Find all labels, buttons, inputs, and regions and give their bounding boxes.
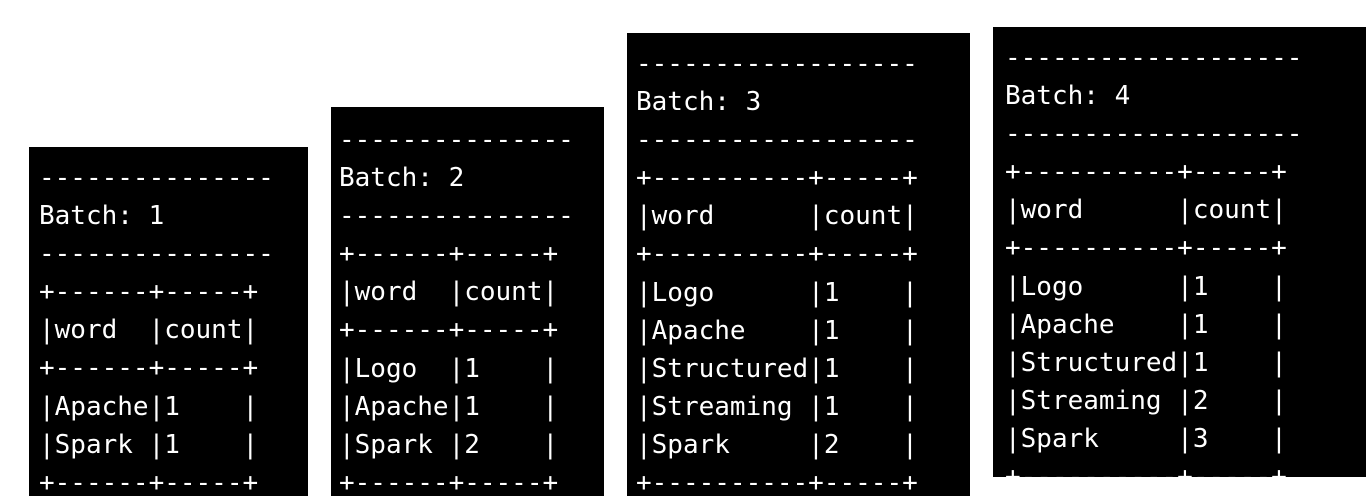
separator-line: --------------- (339, 201, 574, 232)
table-row: |Apache|1 | (39, 391, 259, 422)
table-border: +----------+-----+ (1005, 462, 1287, 477)
table-row: |Logo |1 | (339, 353, 559, 384)
table-row: |Structured|1 | (636, 353, 918, 384)
separator-line: ------------------ (636, 125, 918, 156)
separator-line: ------------------- (1005, 43, 1303, 73)
table-row: |Apache |1 | (636, 315, 918, 346)
table-border: +------+-----+ (39, 353, 259, 384)
table-header: |word |count| (39, 315, 259, 346)
separator-line: --------------- (39, 163, 274, 193)
table-row: |Apache |1 | (1005, 309, 1287, 340)
terminal-panel-batch-1: --------------- Batch: 1 ---------------… (29, 147, 308, 496)
separator-line: --------------- (339, 125, 574, 155)
table-row: |Spark |3 | (1005, 423, 1287, 454)
table-header: |word |count| (1005, 195, 1287, 226)
terminal-panel-batch-4: ------------------- Batch: 4 -----------… (993, 27, 1366, 477)
separator-line: --------------- (39, 239, 274, 270)
batch-label: Batch: 4 (1005, 81, 1131, 112)
table-row: |Logo |1 | (1005, 271, 1287, 302)
table-row: |Structured|1 | (1005, 347, 1287, 378)
separator-line: ------------------- (1005, 119, 1303, 150)
table-header: |word |count| (636, 201, 918, 232)
table-header: |word |count| (339, 277, 559, 308)
batch-output: --------------- Batch: 2 ---------------… (331, 107, 604, 496)
terminal-panel-batch-2: --------------- Batch: 2 ---------------… (331, 107, 604, 496)
separator-line: ------------------ (636, 49, 918, 79)
table-border: +------+-----+ (39, 467, 259, 496)
table-row: |Spark |2 | (339, 429, 559, 460)
batch-output: ------------------ Batch: 3 ------------… (627, 33, 970, 496)
table-border: +----------+-----+ (1005, 233, 1287, 264)
table-border: +----------+-----+ (636, 163, 918, 194)
table-border: +----------+-----+ (1005, 157, 1287, 188)
table-border: +------+-----+ (339, 239, 559, 270)
table-row: |Logo |1 | (636, 277, 918, 308)
table-border: +------+-----+ (339, 467, 559, 496)
batch-label: Batch: 3 (636, 87, 762, 118)
table-border: +------+-----+ (339, 315, 559, 346)
table-row: |Spark |2 | (636, 429, 918, 460)
terminal-panel-batch-3: ------------------ Batch: 3 ------------… (627, 33, 970, 496)
table-row: |Streaming |2 | (1005, 385, 1287, 416)
batch-label: Batch: 2 (339, 163, 465, 194)
table-border: +----------+-----+ (636, 239, 918, 270)
table-row: |Spark |1 | (39, 429, 259, 460)
table-row: |Apache|1 | (339, 391, 559, 422)
table-row: |Streaming |1 | (636, 391, 918, 422)
batch-output: --------------- Batch: 1 ---------------… (29, 147, 308, 496)
batch-output: ------------------- Batch: 4 -----------… (993, 27, 1366, 477)
table-border: +------+-----+ (39, 277, 259, 308)
table-border: +----------+-----+ (636, 468, 918, 496)
batch-label: Batch: 1 (39, 201, 165, 232)
